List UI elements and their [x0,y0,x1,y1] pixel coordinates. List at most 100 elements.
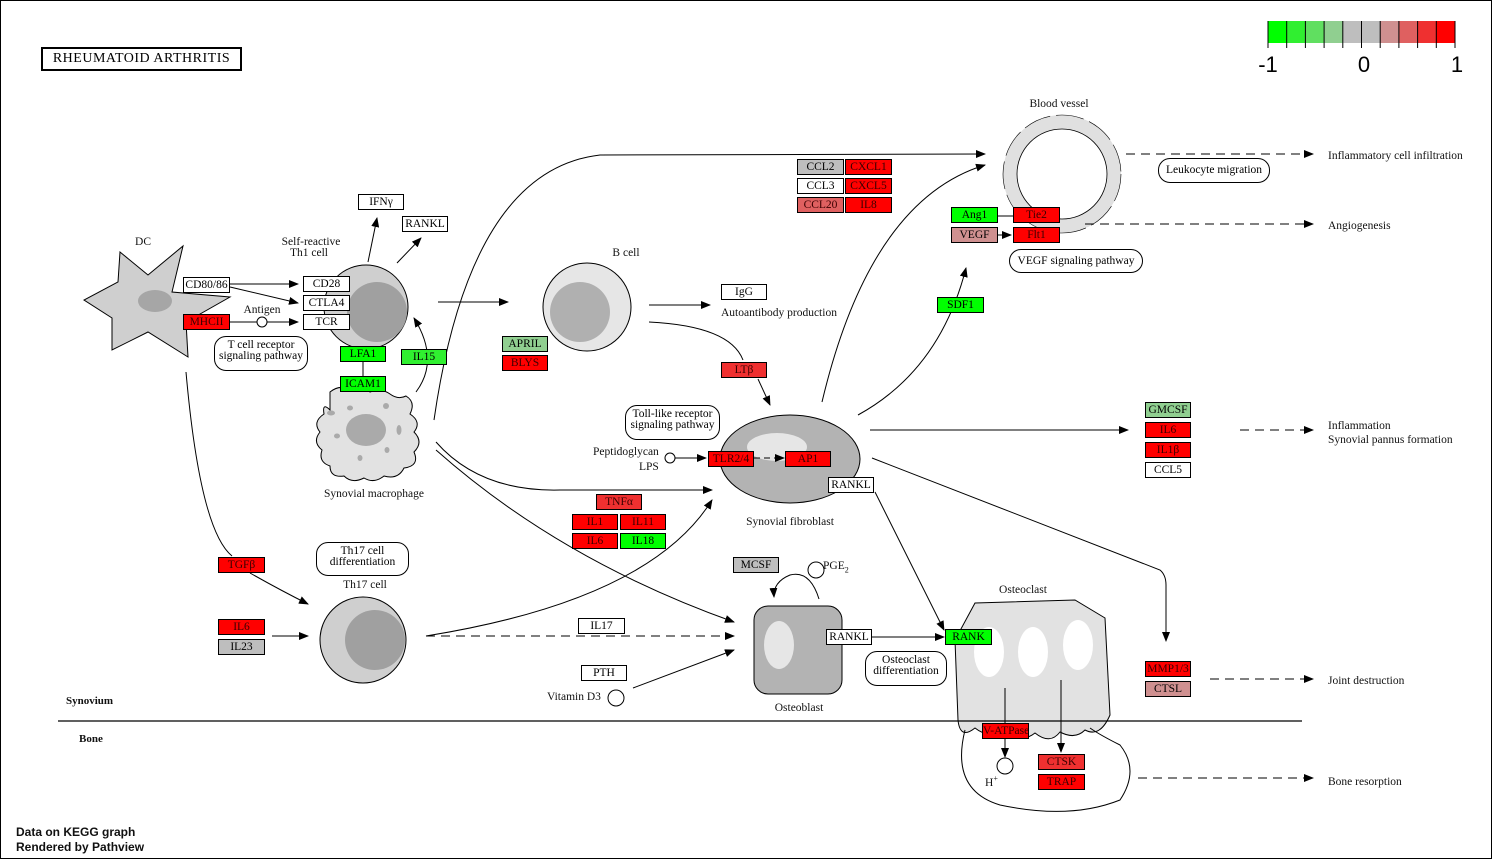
peptidoglycan-compound [664,452,676,464]
gene-il1[interactable]: IL1 [572,514,618,530]
gene-rank[interactable]: RANK [945,629,992,645]
antigen-compound [256,316,268,328]
gene-blys[interactable]: BLYS [502,355,548,371]
gene-cxcl1[interactable]: CXCL1 [845,159,892,175]
label-vitd3: Vitamin D3 [547,691,601,703]
output-angiogenesis: Angiogenesis [1328,220,1391,232]
gene-rankl3[interactable]: RANKL [826,629,872,645]
gene-il6a[interactable]: IL6 [572,533,618,549]
gene-tnfa[interactable]: TNFα [596,494,642,510]
gene-mmp13[interactable]: MMP1/3 [1145,661,1191,677]
gene-mcsf[interactable]: MCSF [733,557,779,573]
legend-swatch [1324,21,1343,43]
label-blood-vessel: Blood vessel [1029,98,1089,110]
edge [821,163,986,403]
gene-cxcl5[interactable]: CXCL5 [845,178,892,194]
gene-il1b[interactable]: IL1β [1145,442,1191,458]
gene-ccl2[interactable]: CCL2 [797,159,844,175]
gene-tie2[interactable]: Tie2 [1013,207,1060,223]
edge [857,267,968,416]
edge [367,217,380,263]
gene-ccl20[interactable]: CCL20 [797,197,844,213]
gene-cd28[interactable]: CD28 [303,276,350,292]
gene-ctsl[interactable]: CTSL [1145,681,1191,697]
edge [871,457,1170,642]
gene-il15[interactable]: IL15 [401,349,447,365]
macrophage-granules [327,403,402,461]
gene-trap[interactable]: TRAP [1038,774,1085,790]
gene-ccl5[interactable]: CCL5 [1145,462,1191,478]
th17-nucleus [345,610,405,670]
bcell-nucleus [550,282,610,342]
edge [648,321,744,361]
output-inflammation: Inflammation [1328,420,1391,432]
gene-il17[interactable]: IL17 [578,618,625,634]
label-th1-line2: Th1 cell [290,247,328,259]
gene-ltb[interactable]: LTβ [721,362,767,378]
dc-nucleus [138,290,172,312]
label-pge2: PGE2 [823,560,849,575]
label-antigen: Antigen [243,304,281,316]
gene-cd80[interactable]: CD80/86 [183,277,230,293]
label-osteoblast: Osteoblast [774,702,824,714]
gene-tgfb[interactable]: TGFβ [218,557,265,573]
resorption-lacuna [961,727,1131,812]
gene-gmcsf[interactable]: GMCSF [1145,402,1191,418]
footer-line2: Rendered by Pathview [16,840,145,854]
gene-pth[interactable]: PTH [581,665,627,681]
gene-sdf1[interactable]: SDF1 [937,297,984,313]
edge [185,371,233,557]
legend-swatch [1380,21,1399,43]
gene-ccl3[interactable]: CCL3 [797,178,844,194]
edge [433,150,986,421]
gene-ctsk[interactable]: CTSK [1038,754,1085,770]
gene-ifng[interactable]: IFNγ [358,194,404,210]
gene-icam1[interactable]: ICAM1 [340,376,386,392]
edge [396,237,422,264]
label-fibroblast: Synovial fibroblast [746,516,834,528]
gene-il6c[interactable]: IL6 [218,619,265,635]
gene-flt1[interactable]: Flt1 [1013,227,1060,243]
gene-tcr[interactable]: TCR [303,314,350,330]
gene-il6b[interactable]: IL6 [1145,422,1191,438]
edge [229,286,299,305]
legend-swatch [1398,21,1418,43]
pathway-title: RHEUMATOID ARTHRITIS [41,47,242,71]
edge [874,491,945,631]
gene-ang1[interactable]: Ang1 [951,207,998,223]
gene-rankl1[interactable]: RANKL [402,216,448,232]
gene-ctla4[interactable]: CTLA4 [303,295,350,311]
edge [769,573,820,600]
gene-il18[interactable]: IL18 [620,533,666,549]
gene-lfa1[interactable]: LFA1 [340,346,386,362]
gene-il8[interactable]: IL8 [845,197,892,213]
output-pannus: Synovial pannus formation [1328,434,1453,446]
label-th1-line1: Self-reactive [281,236,341,248]
vitd3-compound [607,689,625,707]
pathway-link-vegf[interactable]: VEGF signaling pathway [1009,249,1143,273]
blood-vessel-inner [1003,115,1121,233]
output-bone-resorption: Bone resorption [1328,776,1402,788]
gene-rankl2[interactable]: RANKL [828,477,874,493]
blood-vessel-cells [1002,114,1122,234]
gene-vatpase[interactable]: V-ATPase [982,723,1029,739]
legend-tick-max: 1 [1450,52,1464,77]
gene-ap1[interactable]: AP1 [785,451,831,467]
gene-mhcii[interactable]: MHCII [183,314,230,330]
gene-april[interactable]: APRIL [502,336,548,352]
legend-swatch [1342,21,1362,43]
gene-igg[interactable]: IgG [721,284,767,300]
pathway-link-leukocyte[interactable]: Leukocyte migration [1158,158,1270,183]
label-bone: Bone [79,733,103,745]
gene-vegf[interactable]: VEGF [951,227,998,243]
gene-tlr24[interactable]: TLR2/4 [708,451,754,467]
legend-swatch [1286,21,1306,43]
gene-il11[interactable]: IL11 [620,514,666,530]
edge [249,572,309,605]
gene-il23[interactable]: IL23 [218,639,265,655]
